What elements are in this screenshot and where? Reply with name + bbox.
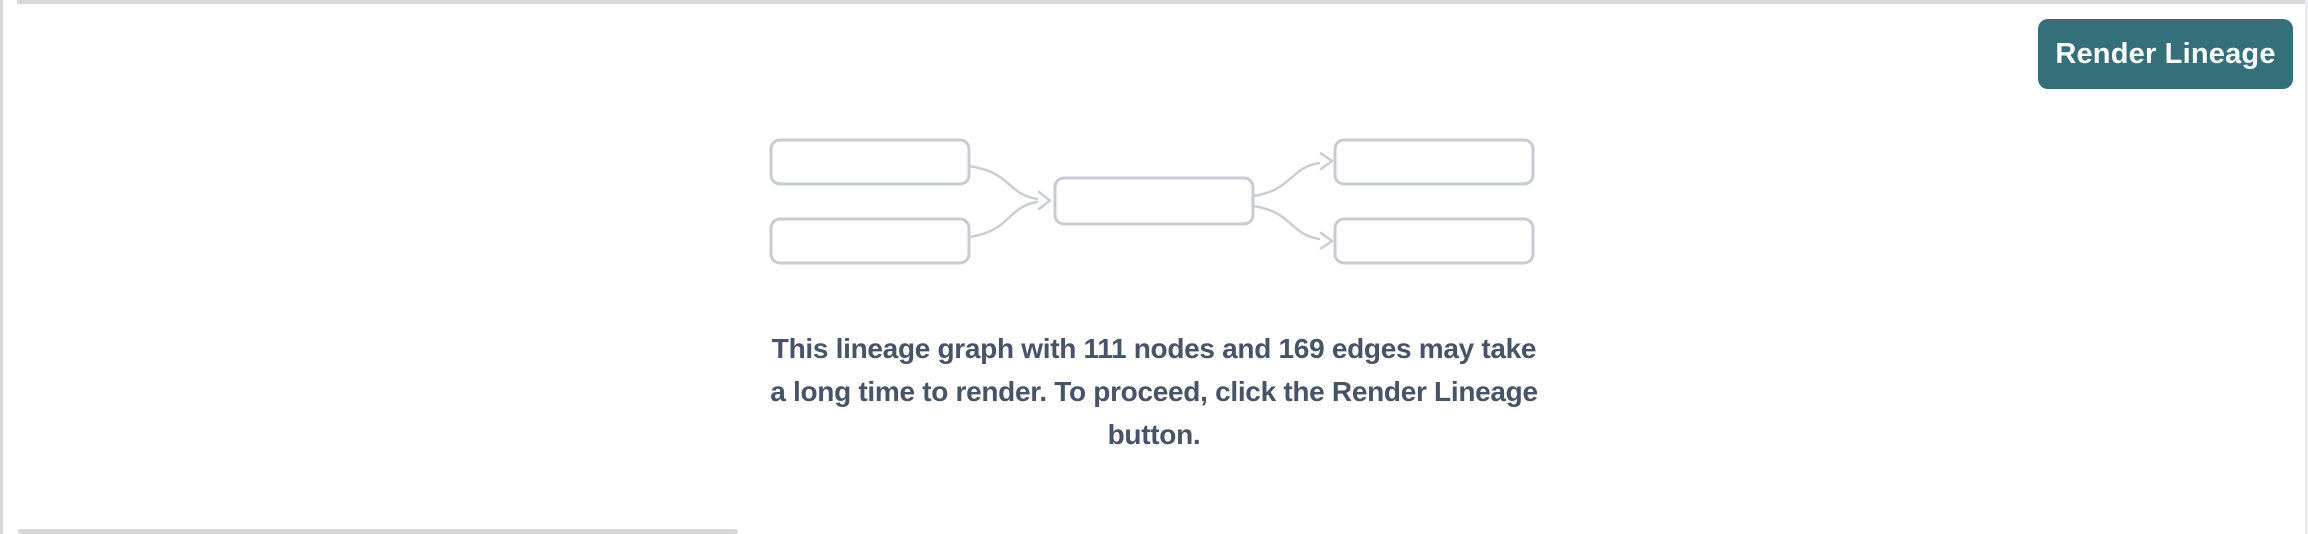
graph-edge (967, 164, 1039, 201)
horizontal-scrollbar-thumb[interactable] (18, 529, 738, 534)
graph-edge (1251, 204, 1321, 241)
panel-left-border (0, 0, 3, 534)
message-line: a long time to render. To proceed, click… (770, 376, 1538, 407)
panel-top-border (17, 0, 2308, 4)
graph-node (769, 138, 971, 186)
arrowhead-icon (1319, 152, 1334, 171)
panel-right-border (2305, 0, 2308, 534)
graph-node (1053, 176, 1255, 226)
graph-edge (1251, 161, 1321, 198)
lineage-graph-placeholder-icon (769, 138, 1535, 265)
render-lineage-button[interactable]: Render Lineage (2038, 19, 2293, 89)
render-warning-message: This lineage graph with 111 nodes and 16… (0, 327, 2308, 456)
graph-node (1333, 138, 1535, 186)
graph-node (1333, 217, 1535, 265)
graph-edge (967, 200, 1039, 239)
message-line: button. (1107, 419, 1201, 450)
arrowhead-icon (1319, 231, 1334, 250)
graph-node (769, 217, 971, 265)
message-line: This lineage graph with 111 nodes and 16… (771, 333, 1537, 364)
arrowhead-icon (1037, 190, 1052, 211)
